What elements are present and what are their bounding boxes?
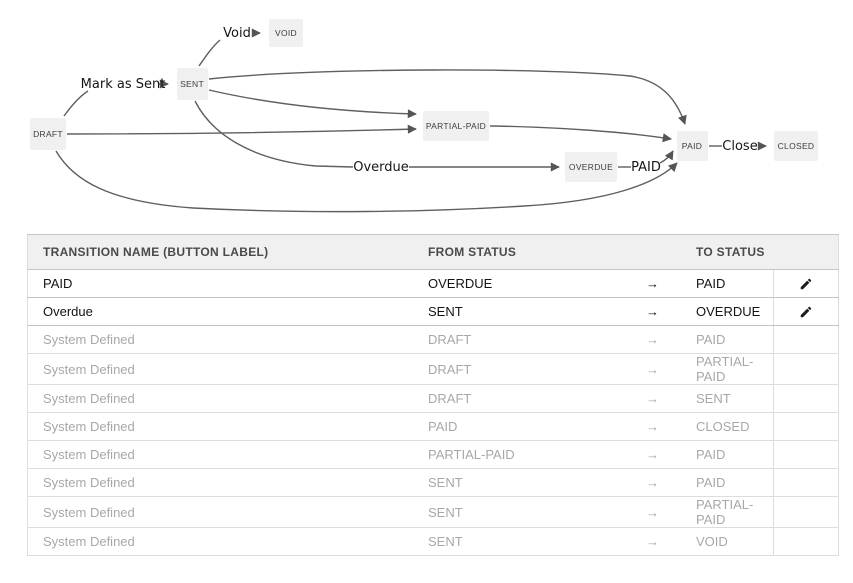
edge-label-paid: PAID xyxy=(631,160,661,175)
table-row: PAID OVERDUE → PAID xyxy=(27,269,839,298)
table-row: System Defined SENT → PAID xyxy=(27,468,839,497)
from-status-cell: SENT xyxy=(428,468,646,497)
transition-name-cell: System Defined xyxy=(27,353,428,385)
edge-label-overdue: Overdue xyxy=(353,160,409,175)
to-status-cell: PARTIAL-PAID xyxy=(696,496,773,528)
transition-name-cell: System Defined xyxy=(27,468,428,497)
to-status-cell: PAID xyxy=(696,440,773,469)
from-status-cell: SENT xyxy=(428,527,646,556)
transitions-table: TRANSITION NAME (BUTTON LABEL) FROM STAT… xyxy=(27,234,839,556)
from-status-cell: SENT xyxy=(428,496,646,528)
table-row: System Defined SENT → VOID xyxy=(27,527,839,556)
arrow-glyph: → xyxy=(646,325,696,354)
edge-sent-to-void xyxy=(198,39,221,67)
transition-name-cell: System Defined xyxy=(27,384,428,413)
edit-pencil-icon[interactable] xyxy=(799,305,813,319)
header-actions-spacer xyxy=(773,234,839,270)
node-draft-label: DRAFT xyxy=(33,129,63,139)
node-sent-label: SENT xyxy=(180,79,204,89)
arrow-glyph: → xyxy=(646,353,696,385)
arrow-glyph: → xyxy=(646,496,696,528)
edge-partial-paid-to-paid xyxy=(489,125,672,143)
node-void-label: VOID xyxy=(275,28,297,38)
node-closed-label: CLOSED xyxy=(778,141,815,151)
edge-sent-to-paid xyxy=(208,69,687,125)
to-status-cell: OVERDUE xyxy=(696,297,773,326)
header-arrow-spacer xyxy=(646,234,696,270)
node-void: VOID xyxy=(269,19,303,47)
edge-draft-to-paid xyxy=(55,150,678,213)
edit-pencil-icon[interactable] xyxy=(799,277,813,291)
arrow-glyph: → xyxy=(646,297,696,326)
to-status-cell: CLOSED xyxy=(696,412,773,441)
table-row: System Defined PARTIAL-PAID → PAID xyxy=(27,440,839,469)
node-closed: CLOSED xyxy=(774,131,818,161)
edge-draft-to-sent xyxy=(63,90,89,117)
header-from-status: FROM STATUS xyxy=(428,234,646,270)
from-status-cell: DRAFT xyxy=(428,325,646,354)
node-partial-paid-label: PARTIAL-PAID xyxy=(426,121,486,131)
edge-label-mark-as-sent: Mark as Sent xyxy=(81,77,166,92)
table-row: System Defined DRAFT → PARTIAL-PAID xyxy=(27,353,839,385)
to-status-cell: PAID xyxy=(696,269,773,298)
table-row: System Defined SENT → PARTIAL-PAID xyxy=(27,496,839,528)
arrow-glyph: → xyxy=(646,527,696,556)
table-row: System Defined DRAFT → SENT xyxy=(27,384,839,413)
transition-name-cell: Overdue xyxy=(27,297,428,326)
arrow-glyph: → xyxy=(646,412,696,441)
table-row: System Defined DRAFT → PAID xyxy=(27,325,839,354)
to-status-cell: VOID xyxy=(696,527,773,556)
status-flow-diagram: Mark as Sent Void Overdue PAID Close DRA… xyxy=(0,0,853,228)
node-sent: SENT xyxy=(177,68,208,100)
node-overdue: OVERDUE xyxy=(565,152,617,182)
node-paid: PAID xyxy=(677,131,708,161)
to-status-cell: PAID xyxy=(696,325,773,354)
edge-draft-to-partial-paid xyxy=(66,124,417,135)
transition-name-cell: System Defined xyxy=(27,412,428,441)
transition-name-cell: System Defined xyxy=(27,527,428,556)
edge-label-void: Void xyxy=(223,26,251,41)
edge-label-close: Close xyxy=(722,139,757,154)
node-draft: DRAFT xyxy=(30,118,66,150)
from-status-cell: DRAFT xyxy=(428,353,646,385)
header-transition-name: TRANSITION NAME (BUTTON LABEL) xyxy=(27,234,428,270)
to-status-cell: PAID xyxy=(696,468,773,497)
table-row: System Defined PAID → CLOSED xyxy=(27,412,839,441)
header-to-status: TO STATUS xyxy=(696,234,773,270)
from-status-cell: OVERDUE xyxy=(428,269,646,298)
edge-sent-to-partial-paid xyxy=(208,89,417,119)
arrow-glyph: → xyxy=(646,269,696,298)
edge-sent-to-overdue-left xyxy=(194,100,354,168)
node-paid-label: PAID xyxy=(682,141,702,151)
from-status-cell: PAID xyxy=(428,412,646,441)
arrow-glyph: → xyxy=(646,440,696,469)
node-partial-paid: PARTIAL-PAID xyxy=(423,111,489,141)
from-status-cell: DRAFT xyxy=(428,384,646,413)
edge-overdue-to-paid-arrow xyxy=(659,150,674,164)
transition-name-cell: PAID xyxy=(27,269,428,298)
arrow-glyph: → xyxy=(646,468,696,497)
transition-name-cell: System Defined xyxy=(27,496,428,528)
from-status-cell: PARTIAL-PAID xyxy=(428,440,646,469)
node-overdue-label: OVERDUE xyxy=(569,162,613,172)
transition-name-cell: System Defined xyxy=(27,325,428,354)
transition-name-cell: System Defined xyxy=(27,440,428,469)
table-row: Overdue SENT → OVERDUE xyxy=(27,297,839,326)
to-status-cell: SENT xyxy=(696,384,773,413)
from-status-cell: SENT xyxy=(428,297,646,326)
table-header-row: TRANSITION NAME (BUTTON LABEL) FROM STAT… xyxy=(27,234,839,270)
to-status-cell: PARTIAL-PAID xyxy=(696,353,773,385)
arrow-glyph: → xyxy=(646,384,696,413)
